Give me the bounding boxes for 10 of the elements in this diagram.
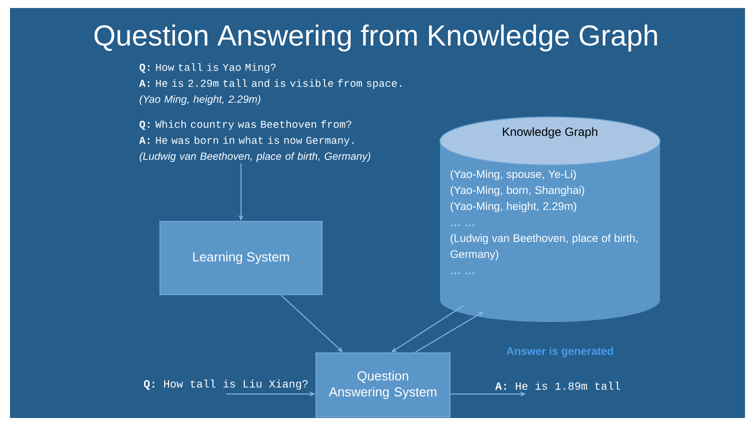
question-text: Q: How tall is Liu Xiang? [144, 380, 308, 390]
note-text: Answer is generated [506, 346, 614, 358]
title: Question Answering from Knowledge Graph [94, 24, 657, 52]
process-box: Learning System [159, 220, 323, 296]
arrow [280, 294, 343, 352]
process-box: Question Answering System [315, 352, 451, 418]
database-cylinder: Knowledge Graph (Yao-Ming, spouse, Ye-Li) (Yao-Ming, born, Shanghai) (Yao-Ming, height, 2.29m) … … (Ludwig van Beethoven, place of birth, Germany) … … [440, 116, 660, 322]
node-label: Knowledge Graph [502, 127, 598, 138]
example-text: Q: How tall is Yao Ming? A: He is 2.29m tall and is visible from space. (Yao Ming, height, 2.29m) Q: Which country was Beethoven from? A: He was born in what is now Germany. (Ludwig van Beethoven, place of birth, Germany) [139, 63, 402, 162]
answer-text: A: He is 1.89m tall [495, 382, 620, 390]
